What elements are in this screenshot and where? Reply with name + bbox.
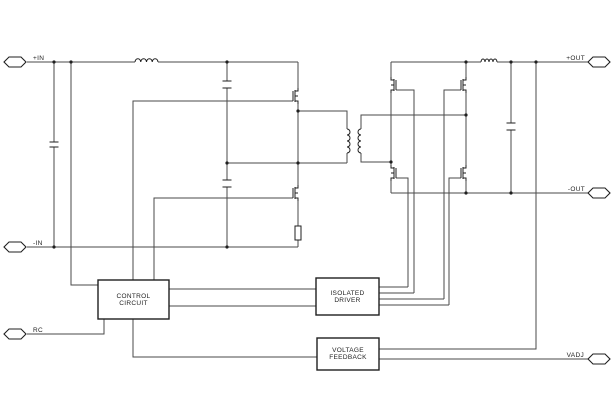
terminal-vadj: VADJ [567, 352, 611, 365]
wire-gate-q4 [379, 89, 415, 294]
transformer-secondary-winding [357, 128, 362, 154]
control-circuit-block: CONTROL CIRCUIT [97, 279, 170, 320]
terminal-neg-out: -OUT [568, 186, 611, 199]
wire-control-feed [70, 62, 98, 286]
mosfet-q3 [390, 165, 397, 181]
isolated-driver-label-2: DRIVER [334, 297, 360, 304]
mosfet-q6 [460, 165, 467, 181]
terminal-neg-in: -IN [3, 240, 43, 253]
wire-gate-q2 [153, 197, 293, 280]
terminal-rc: RC [3, 327, 43, 340]
mosfet-q2 [292, 185, 299, 201]
isolated-driver-label-1: ISOLATED [330, 290, 364, 297]
wire-primary-winding-link [298, 110, 348, 163]
output-capacitor [506, 122, 516, 131]
wire-gate-q3 [379, 177, 409, 288]
terminal-vadj-label: VADJ [567, 352, 584, 359]
wire-secondary-top-link [360, 114, 466, 129]
terminal-pos-in: +IN [3, 55, 44, 68]
transformer [346, 128, 362, 154]
bus-capacitor-top [222, 80, 232, 89]
voltage-feedback-block: VOLTAGE FEEDBACK [316, 337, 380, 371]
output-inductor [480, 58, 498, 63]
input-inductor [134, 58, 159, 63]
input-capacitor [49, 141, 59, 148]
wire-secondary-bottom-link [360, 153, 391, 163]
voltage-feedback-label-2: FEEDBACK [329, 354, 367, 361]
wire-gate-q5 [379, 89, 461, 300]
bus-capacitor-bottom [222, 179, 232, 188]
wires [27, 61, 588, 360]
terminal-rc-label: RC [33, 327, 43, 334]
terminal-neg-out-label: -OUT [568, 186, 585, 193]
mosfet-q5 [460, 77, 467, 93]
terminal-neg-in-label: -IN [33, 240, 43, 247]
sense-resistor [294, 225, 302, 241]
wire-feedback-tap [379, 62, 537, 350]
transformer-primary-winding [346, 128, 351, 154]
mosfet-q4 [390, 77, 397, 93]
terminal-pos-out-label: +OUT [566, 55, 585, 62]
wire-control-driver [169, 288, 316, 307]
control-circuit-label-1: CONTROL [117, 293, 151, 300]
wire-gate-q6 [379, 177, 461, 306]
isolated-driver-block: ISOLATED DRIVER [315, 277, 380, 316]
voltage-feedback-label-1: VOLTAGE [332, 347, 364, 354]
mosfet-q1 [292, 88, 299, 104]
wire-gate-q1 [132, 100, 293, 280]
control-circuit-label-2: CIRCUIT [119, 300, 147, 307]
junction-dots [52, 60, 538, 249]
wire-control-feedback [132, 319, 317, 358]
terminal-pos-out: +OUT [566, 55, 611, 68]
terminal-pos-in-label: +IN [33, 55, 44, 62]
wire-rc [27, 319, 105, 335]
